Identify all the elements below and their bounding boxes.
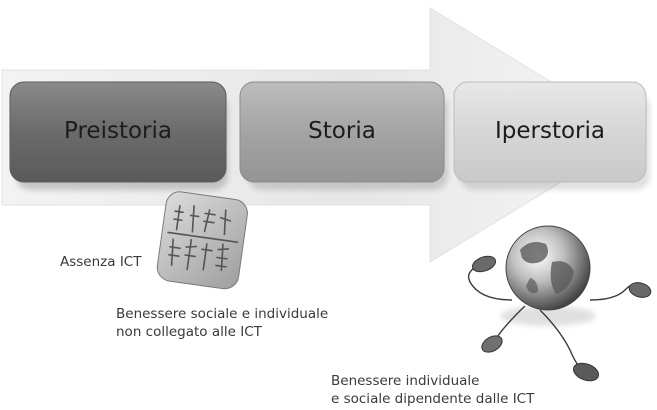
phase-box-iperstoria xyxy=(453,81,647,183)
phase-label-preistoria: Preistoria xyxy=(64,118,172,144)
globe-with-computer-mice-icon xyxy=(467,225,652,382)
clay-tablet-icon xyxy=(156,191,248,290)
phase-box-preistoria xyxy=(9,81,227,183)
caption-storia: Benessere sociale e individuale non coll… xyxy=(116,305,328,341)
caption-iperstoria-line1: Benessere individuale xyxy=(331,373,480,389)
caption-assenza-ict: Assenza ICT xyxy=(60,254,142,270)
phase-box-storia xyxy=(239,81,445,183)
caption-iperstoria: Benessere individuale e sociale dipenden… xyxy=(331,372,534,408)
caption-storia-line2: non collegato alle ICT xyxy=(116,324,262,340)
caption-storia-line1: Benessere sociale e individuale xyxy=(116,306,329,322)
caption-iperstoria-line2: e sociale dipendente dalle ICT xyxy=(331,391,535,407)
phase-label-iperstoria: Iperstoria xyxy=(494,118,605,144)
phase-label-storia: Storia xyxy=(308,118,376,144)
